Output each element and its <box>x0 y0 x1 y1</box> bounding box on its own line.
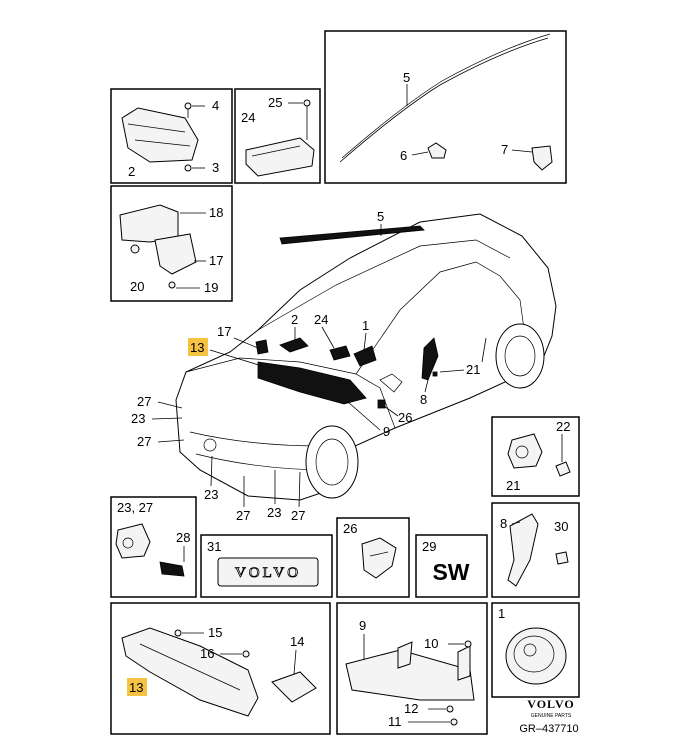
callout-1-box: 1 <box>498 606 505 621</box>
box-part-21: 22 21 <box>491 416 580 497</box>
callout-9-box: 9 <box>359 618 366 633</box>
callout-1-car: 1 <box>362 318 369 333</box>
box-part-1: 1 <box>491 602 580 698</box>
brand-logo: VOLVO <box>527 697 574 711</box>
brand-block: VOLVO GENUINE PARTS GR–437710 <box>519 697 578 735</box>
box-part-2: 4 3 2 <box>110 88 233 184</box>
highlight-13-box <box>127 678 147 696</box>
callout-3: 3 <box>212 160 219 175</box>
box-part-9: 9 10 12 11 <box>336 602 488 735</box>
car-illustration <box>175 213 557 501</box>
figure-id: GR–437710 <box>519 723 578 735</box>
callout-10: 10 <box>424 636 438 651</box>
car-callouts: 5 2 24 1 17 13 21 8 26 9 27 23 27 23 27 … <box>131 209 487 523</box>
callout-27-c: 27 <box>236 508 250 523</box>
box-part-29: 29 SW <box>415 534 488 598</box>
callout-23-b: 23 <box>204 487 218 502</box>
callout-24: 24 <box>241 110 255 125</box>
callout-24-car: 24 <box>314 312 328 327</box>
callout-17-car: 17 <box>217 324 231 339</box>
callout-30: 30 <box>554 519 568 534</box>
callout-8-box: 8 <box>500 516 507 531</box>
callout-31: 31 <box>207 539 221 554</box>
box-part-17: 18 17 20 19 <box>110 185 233 302</box>
callout-12: 12 <box>404 701 418 716</box>
volvo-badge-text: VOLVO <box>235 565 301 581</box>
callout-26-car: 26 <box>398 410 412 425</box>
callout-27-d: 27 <box>291 508 305 523</box>
callout-27-a: 27 <box>137 394 151 409</box>
callout-5-top: 5 <box>403 70 410 85</box>
callout-13-car: 13 <box>190 340 204 355</box>
box-part-24: 25 24 <box>234 88 321 184</box>
sw-label: SW <box>432 559 469 585</box>
callout-19: 19 <box>204 280 218 295</box>
callout-22: 22 <box>556 419 570 434</box>
callout-29: 29 <box>422 539 436 554</box>
callout-21-box: 21 <box>506 478 520 493</box>
box-part-13: 15 16 14 13 <box>110 602 331 735</box>
box-part-31: 31 VOLVO <box>200 534 333 598</box>
callout-23-27: 23, 27 <box>117 500 153 515</box>
callout-5-car: 5 <box>377 209 384 224</box>
callout-26-box: 26 <box>343 521 357 536</box>
callout-18: 18 <box>209 205 223 220</box>
box-part-5: 5 6 7 <box>324 30 567 184</box>
callout-4: 4 <box>212 98 219 113</box>
callout-20: 20 <box>130 279 144 294</box>
callout-23-c: 23 <box>267 505 281 520</box>
callout-16: 16 <box>200 646 214 661</box>
box-part-8: 8 30 <box>491 502 580 598</box>
callout-13-box: 13 <box>129 680 143 695</box>
box-part-26: 26 <box>336 517 410 598</box>
callout-7: 7 <box>501 142 508 157</box>
callout-15: 15 <box>208 625 222 640</box>
highlight-13-car <box>188 338 208 356</box>
callout-25: 25 <box>268 95 282 110</box>
callout-2-car: 2 <box>291 312 298 327</box>
brand-tagline: GENUINE PARTS <box>531 713 572 719</box>
callout-28: 28 <box>176 530 190 545</box>
callout-27-b: 27 <box>137 434 151 449</box>
callout-6: 6 <box>400 148 407 163</box>
callout-2: 2 <box>128 164 135 179</box>
callout-23-a: 23 <box>131 411 145 426</box>
callout-8-car: 8 <box>420 392 427 407</box>
callout-14: 14 <box>290 634 304 649</box>
callout-9-car: 9 <box>383 424 390 439</box>
callout-11: 11 <box>388 714 402 729</box>
callout-17-box: 17 <box>209 253 223 268</box>
callout-21-car: 21 <box>466 362 480 377</box>
box-part-23-27: 23, 27 28 <box>110 496 197 598</box>
